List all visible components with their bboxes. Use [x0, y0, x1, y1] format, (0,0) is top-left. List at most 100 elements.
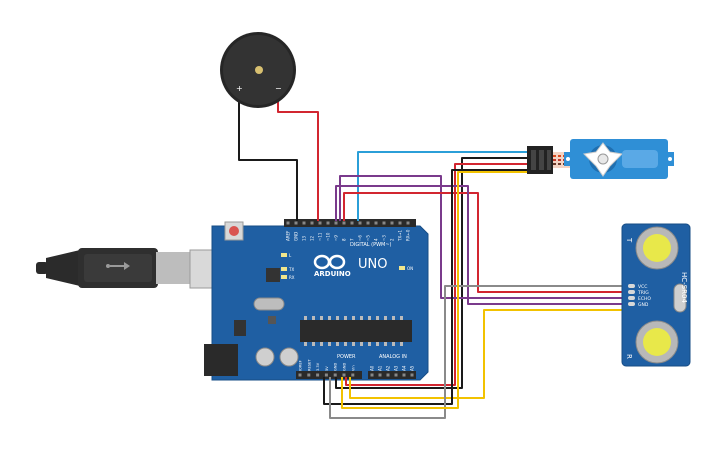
buzzer-gnd-wire[interactable]	[238, 95, 298, 221]
sensor-pin-vcc[interactable]	[628, 284, 635, 288]
led-tx	[281, 267, 287, 271]
servo-gnd-wire[interactable]	[335, 157, 530, 389]
analog-pin-4[interactable]	[402, 373, 406, 377]
arduino-logo	[313, 254, 346, 270]
digital-pin-2[interactable]	[302, 221, 306, 225]
analog-pin-3[interactable]	[394, 373, 398, 377]
digital-pin-14[interactable]	[398, 221, 402, 225]
digital-pin-12[interactable]	[382, 221, 386, 225]
power-label: POWER	[337, 354, 356, 360]
digital-pin-6[interactable]	[334, 221, 338, 225]
led-on	[399, 266, 405, 270]
digital-pin-8[interactable]	[350, 221, 354, 225]
sensor-t-label: T	[625, 237, 633, 243]
digital-header	[284, 219, 416, 227]
servo-motor[interactable]	[527, 139, 674, 179]
buzzer-plus: +	[236, 84, 243, 93]
piezo-buzzer[interactable]: + −	[220, 32, 296, 108]
digital-pin-7[interactable]	[342, 221, 346, 225]
crystal	[253, 297, 285, 311]
digital-pin-4[interactable]	[318, 221, 322, 225]
receiver-mesh	[643, 328, 671, 356]
buzzer-minus: −	[275, 84, 282, 93]
sensor-pin-echo[interactable]	[628, 296, 635, 300]
sensor-pin-trig[interactable]	[628, 290, 635, 294]
power-pin-0[interactable]	[298, 373, 302, 377]
sensor-model: HC-SR04	[680, 272, 688, 303]
digital-pin-label-4: ~11	[318, 232, 323, 241]
regulator	[234, 320, 246, 336]
power-pin-6[interactable]	[351, 373, 355, 377]
sensor-pin-label-trig: TRIG	[637, 290, 649, 296]
sensor-pin-gnd[interactable]	[628, 302, 635, 306]
board-brand: ARDUINO	[314, 270, 351, 278]
power-pin-label-1: RESET	[307, 359, 311, 371]
digital-label: DIGITAL (PWM~)	[350, 242, 392, 248]
power-pin-4[interactable]	[333, 373, 337, 377]
power-pin-label-0: IOREF	[299, 360, 303, 371]
tx-label: TX	[288, 267, 294, 272]
digital-pin-label-3: 12	[310, 235, 315, 241]
digital-pin-label-10: ~5	[366, 235, 371, 241]
digital-pin-11[interactable]	[374, 221, 378, 225]
vcc-wire[interactable]	[343, 192, 628, 293]
digital-pin-label-6: ~9	[334, 235, 339, 241]
digital-pin-5[interactable]	[326, 221, 330, 225]
digital-pin-label-9: ~6	[358, 235, 363, 241]
power-pin-label-2: 3.3V	[316, 362, 320, 371]
yellow-wire[interactable]	[341, 171, 530, 409]
digital-pin-10[interactable]	[366, 221, 370, 225]
digital-pin-label-5: ~10	[326, 232, 331, 241]
rx-label: RX	[289, 275, 295, 280]
sensor-pin-label-gnd: GND	[638, 302, 649, 308]
digital-pin-0[interactable]	[286, 221, 290, 225]
usb-cable	[36, 248, 221, 289]
analog-pin-2[interactable]	[386, 373, 390, 377]
analog-pin-0[interactable]	[370, 373, 374, 377]
digital-pin-3[interactable]	[310, 221, 314, 225]
digital-pin-9[interactable]	[358, 221, 362, 225]
common-gnd-wire[interactable]	[323, 169, 530, 405]
digital-pin-1[interactable]	[294, 221, 298, 225]
servo-signal-wire[interactable]	[357, 151, 530, 221]
small-component	[268, 316, 276, 324]
digital-pin-label-0: AREF	[286, 230, 291, 241]
analog-label: ANALOG IN	[379, 354, 407, 360]
digital-pin-label-2: 13	[302, 235, 307, 241]
echo-wire[interactable]	[335, 185, 628, 305]
reset-button-cap[interactable]	[229, 226, 239, 236]
arduino-uno-board[interactable]: ARDUINO UNO DIGITAL (PWM~) POWER ANALOG …	[204, 219, 429, 381]
power-pin-3[interactable]	[324, 373, 328, 377]
power-pin-2[interactable]	[316, 373, 320, 377]
ultrasonic-gnd-wire[interactable]	[349, 309, 628, 399]
sensor-crystal	[673, 283, 687, 313]
power-header	[296, 371, 362, 379]
power-pin-label-3: 5V	[325, 366, 329, 371]
servo-power-wire[interactable]	[345, 163, 530, 386]
analog-pin-label-0: A0	[370, 365, 375, 371]
power-pin-1[interactable]	[307, 373, 311, 377]
power-pin-5[interactable]	[342, 373, 346, 377]
digital-pin-15[interactable]	[406, 221, 410, 225]
capacitor-2	[279, 347, 299, 367]
digital-pin-13[interactable]	[390, 221, 394, 225]
power-pin-label-6: Vin	[351, 365, 355, 371]
buzzer-center	[255, 66, 263, 74]
digital-pin-label-7: 8	[342, 238, 347, 241]
analog-pin-5[interactable]	[410, 373, 414, 377]
digital-pin-label-14: TX→1	[398, 229, 403, 242]
power-jack	[204, 344, 238, 376]
power-pin-label-4: GND	[334, 363, 338, 371]
gray-wire[interactable]	[329, 285, 628, 419]
trig-wire[interactable]	[339, 175, 628, 299]
analog-pin-1[interactable]	[378, 373, 382, 377]
buzzer-signal-wire[interactable]	[277, 95, 319, 221]
atmega-chip	[300, 320, 412, 342]
analog-header	[368, 371, 416, 379]
digital-pin-label-12: ~3	[382, 235, 387, 241]
